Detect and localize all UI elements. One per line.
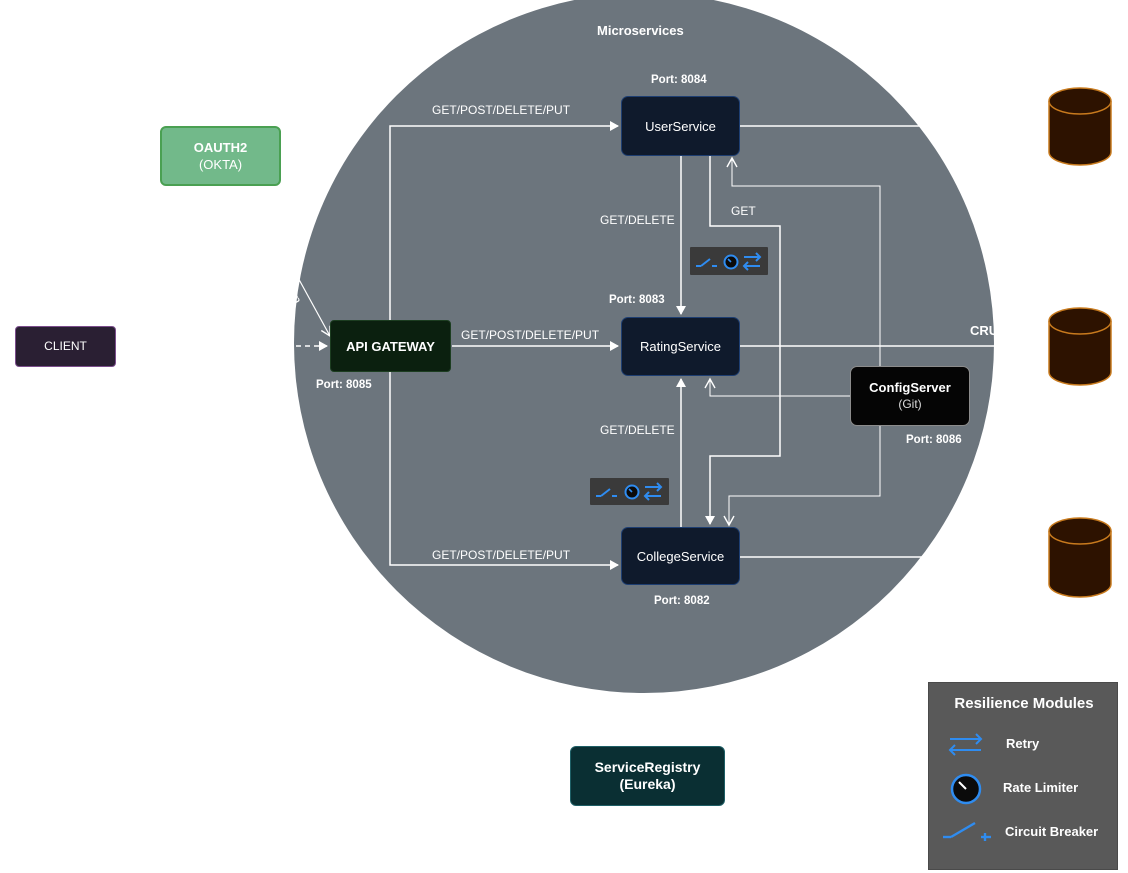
database-rating <box>1048 307 1112 386</box>
user-service-port: Port: 8084 <box>651 74 707 86</box>
edge-label-gateway-to-user: GET/POST/DELETE/PUT <box>432 103 571 117</box>
service-registry-subtitle: (Eureka) <box>619 776 676 792</box>
rating-service-node[interactable]: RatingService <box>621 317 740 376</box>
service-registry-title: ServiceRegistry <box>594 759 701 775</box>
retry-icon <box>742 252 762 271</box>
service-registry-node[interactable]: ServiceRegistry (Eureka) <box>570 746 725 806</box>
database-college <box>1048 517 1112 598</box>
resilience-badge-user-rating <box>690 247 768 275</box>
microservices-title: Microservices <box>597 23 684 38</box>
oauth-node[interactable]: OAUTH2 (OKTA) <box>160 126 281 186</box>
oauth-title: OAUTH2 <box>193 140 248 155</box>
edge-gateway-to-user <box>389 121 619 320</box>
resilience-legend: Resilience Modules Retry Rate Limiter Ci… <box>928 682 1118 870</box>
edge-label-user-to-college: GET <box>731 204 756 218</box>
database-user <box>1048 87 1112 166</box>
config-server-node[interactable]: ConfigServer (Git) <box>850 366 970 426</box>
rate-limiter-icon <box>723 254 739 270</box>
circuit-breaker-icon <box>696 258 717 267</box>
legend-item-rate-limiter: Rate Limiter <box>1003 780 1079 795</box>
client-label: CLIENT <box>44 339 87 353</box>
edge-label-user-to-rating: GET/DELETE <box>600 213 675 227</box>
edge-label-college-to-rating: GET/DELETE <box>600 423 675 437</box>
edge-label-gateway-to-rating: GET/POST/DELETE/PUT <box>461 328 600 342</box>
rate-limiter-icon <box>950 773 982 805</box>
edge-user-to-college <box>705 155 781 525</box>
legend-title: Resilience Modules <box>954 695 1094 712</box>
legend-item-retry: Retry <box>1006 736 1040 751</box>
rating-service-port: Port: 8083 <box>609 294 665 306</box>
retry-icon <box>948 733 983 756</box>
config-server-subtitle: (Git) <box>898 397 922 411</box>
user-service-label: UserService <box>645 118 716 134</box>
retry-icon <box>643 482 663 501</box>
college-service-node[interactable]: CollegeService <box>621 527 740 585</box>
oauth-subtitle: (OKTA) <box>198 157 243 172</box>
resilience-badge-college-rating <box>590 478 669 505</box>
college-service-port: Port: 8082 <box>654 595 710 607</box>
rating-service-label: RatingService <box>640 339 721 354</box>
circuit-breaker-icon <box>943 821 991 841</box>
config-server-title: ConfigServer <box>869 380 951 395</box>
edge-gateway-to-college <box>389 372 619 570</box>
edge-label-gateway-to-college: GET/POST/DELETE/PUT <box>432 548 571 562</box>
rate-limiter-icon <box>624 484 640 500</box>
api-gateway-node[interactable]: API GATEWAY <box>330 320 451 372</box>
api-gateway-port: Port: 8085 <box>316 379 372 391</box>
college-service-label: CollegeService <box>636 548 725 564</box>
api-gateway-label: API GATEWAY <box>346 338 435 354</box>
edge-config-to-rating <box>704 377 850 397</box>
client-node[interactable]: CLIENT <box>15 326 116 367</box>
edge-label-rating-to-db: CRU <box>970 323 999 338</box>
circuit-breaker-icon <box>596 488 617 497</box>
edge-token <box>295 273 331 338</box>
edge-config-to-college <box>723 426 881 527</box>
edge-config-to-user <box>726 156 881 366</box>
user-service-node[interactable]: UserService <box>621 96 740 156</box>
config-server-port: Port: 8086 <box>906 434 962 446</box>
legend-item-circuit-breaker: Circuit Breaker <box>1005 824 1099 839</box>
